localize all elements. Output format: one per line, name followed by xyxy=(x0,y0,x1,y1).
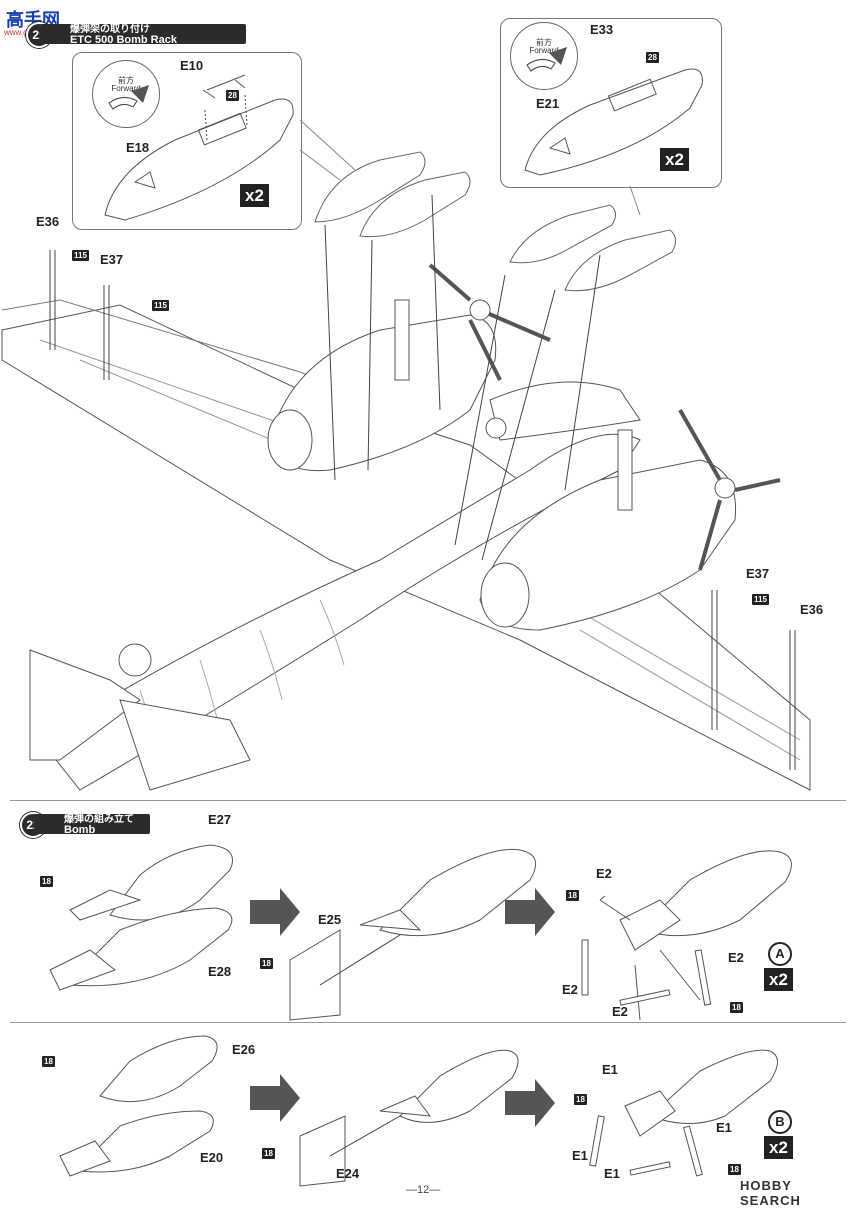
label-e1-3: E1 xyxy=(572,1148,588,1163)
label-e27: E27 xyxy=(208,812,232,827)
step-22-title-en: Bomb Assembly xyxy=(64,824,116,846)
label-e1-1: E1 xyxy=(602,1062,618,1077)
step-22-banner: 爆弾の組み立て Bomb Assembly xyxy=(34,814,150,846)
label-e37-right: E37 xyxy=(746,566,770,581)
label-e26: E26 xyxy=(232,1042,256,1057)
aircraft-drawing xyxy=(1,151,811,791)
tag-28-right: 28 xyxy=(646,52,659,63)
forward-label-jp-right: 前方 xyxy=(536,38,552,47)
label-e25: E25 xyxy=(318,912,342,927)
label-e2-1: E2 xyxy=(596,866,612,881)
tag-115-right: 115 xyxy=(752,594,769,605)
multiplier-left-inset: x2 xyxy=(240,184,269,207)
label-e37-left: E37 xyxy=(100,252,124,267)
label-e33: E33 xyxy=(590,22,614,37)
tag-18-a3: 18 xyxy=(566,890,579,901)
forward-label-jp: 前方 xyxy=(118,76,134,85)
tag-18-a4: 18 xyxy=(730,1002,743,1013)
forward-label-en-right: Forward xyxy=(529,46,559,55)
multiplier-row-a: x2 xyxy=(764,968,793,991)
tag-18-b1: 18 xyxy=(42,1056,55,1067)
tag-18-b3: 18 xyxy=(574,1094,587,1105)
step-21-banner: 爆弾架の取り付け ETC 500 Bomb Rack Installation xyxy=(40,24,246,56)
page-number: —12— xyxy=(406,1184,441,1196)
bomb-rack-pod-right-drawing xyxy=(524,68,703,176)
tag-18-a1: 18 xyxy=(40,876,53,887)
tag-115-left-a: 115 xyxy=(72,250,89,261)
label-e1-2: E1 xyxy=(716,1120,732,1135)
label-e2-3: E2 xyxy=(562,982,578,997)
step-21-title-en: ETC 500 Bomb Rack Installation xyxy=(70,34,177,56)
label-e28: E28 xyxy=(208,964,232,979)
forward-label-en: Forward xyxy=(111,84,141,93)
step-22-title-jp: 爆弾の組み立て xyxy=(64,814,134,825)
bomb-assembly-row-b-drawing xyxy=(59,1035,778,1187)
label-e24: E24 xyxy=(336,1166,360,1181)
forward-arrow-icon xyxy=(108,85,149,110)
tag-115-left-b: 115 xyxy=(152,300,169,311)
label-e36-left: E36 xyxy=(36,214,60,229)
label-e2-2: E2 xyxy=(728,950,744,965)
variant-a-badge: A xyxy=(768,942,792,966)
label-e2-4: E2 xyxy=(612,1004,628,1019)
callout-lines xyxy=(299,119,641,216)
tag-18-b4: 18 xyxy=(728,1164,741,1175)
multiplier-row-b: x2 xyxy=(764,1136,793,1159)
forward-arrow-icon-right xyxy=(526,47,567,72)
section-divider-mid xyxy=(10,1022,846,1023)
forward-badge-right: 前方 Forward xyxy=(510,22,578,90)
forward-badge-left: 前方 Forward xyxy=(92,60,160,128)
hobby-search-logo: HOBBY SEARCH xyxy=(740,1178,801,1208)
section-divider-top xyxy=(10,800,846,801)
label-e20: E20 xyxy=(200,1150,224,1165)
bomb-assembly-row-a-drawing xyxy=(49,844,792,1021)
label-e36-right: E36 xyxy=(800,602,824,617)
bomb-rack-pod-left-drawing xyxy=(104,74,294,221)
tag-28-left: 28 xyxy=(226,90,239,101)
label-e21: E21 xyxy=(536,96,560,111)
step-21-title-jp: 爆弾架の取り付け xyxy=(70,24,150,35)
label-e18: E18 xyxy=(126,140,150,155)
variant-b-badge: B xyxy=(768,1110,792,1134)
tag-18-b2: 18 xyxy=(262,1148,275,1159)
label-e1-4: E1 xyxy=(604,1166,620,1181)
multiplier-right-inset: x2 xyxy=(660,148,689,171)
tag-18-a2: 18 xyxy=(260,958,273,969)
label-e10: E10 xyxy=(180,58,204,73)
